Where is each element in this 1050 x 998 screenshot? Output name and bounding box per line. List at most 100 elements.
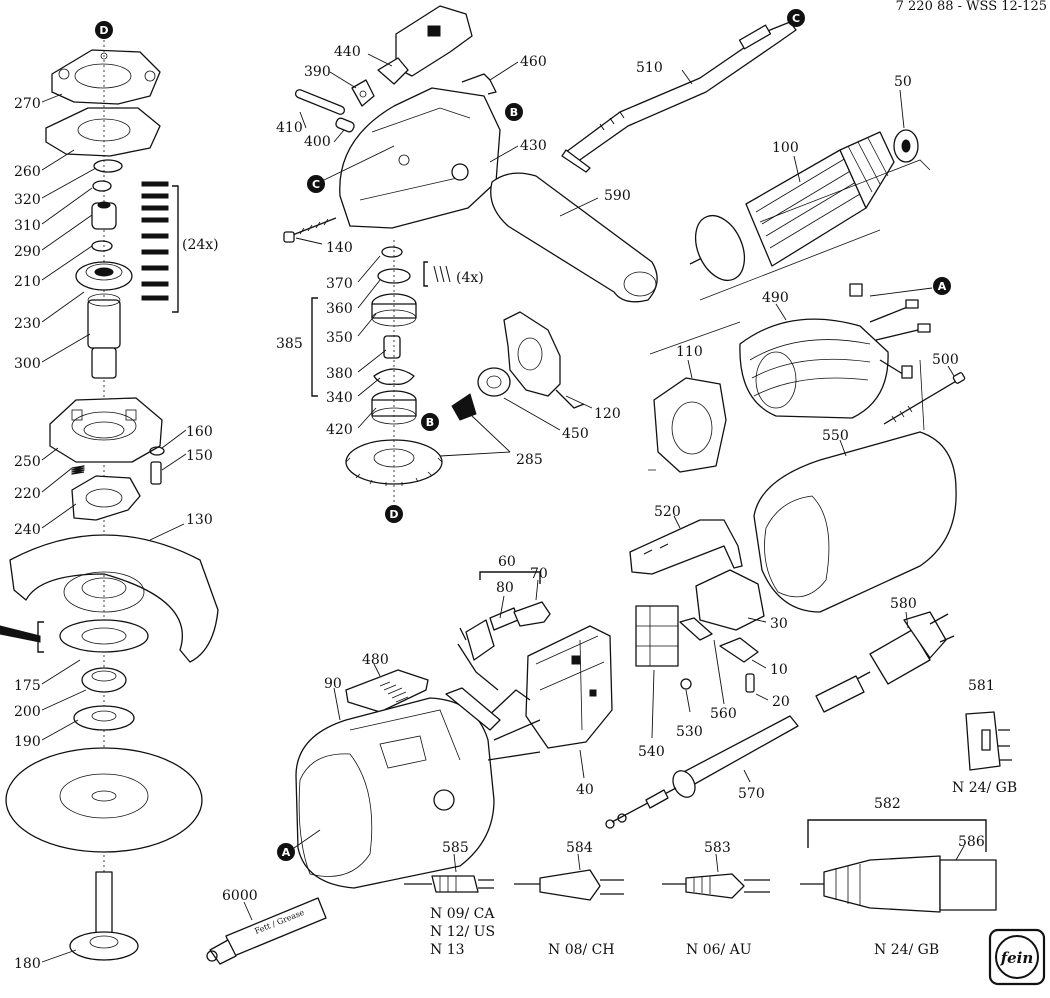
part-230-bearing (75, 261, 133, 291)
part-50-bearing (893, 129, 919, 163)
label-430: 430 (520, 138, 547, 154)
label-110: 110 (676, 344, 703, 360)
part-270-cover-plate (51, 49, 161, 105)
marker-d-top: D (95, 21, 113, 39)
label-360: 360 (326, 301, 353, 317)
part-480-switch-slide (345, 669, 429, 713)
label-530: 530 (676, 724, 703, 740)
part-586-cable-gb (800, 855, 997, 913)
label-540: 540 (638, 744, 665, 760)
label-582: 582 (874, 796, 901, 812)
svg-text:D: D (99, 24, 108, 37)
marker-b-top: B (505, 103, 523, 121)
part-550-motor-housing (753, 431, 957, 613)
part-490-field-coil (739, 283, 931, 419)
label-320: 320 (14, 192, 41, 208)
bracket-582 (807, 819, 987, 852)
label-260: 260 (14, 164, 41, 180)
label-40: 40 (576, 782, 594, 798)
svg-text:C: C (312, 178, 320, 191)
marker-d-bottom: D (385, 505, 403, 523)
label-510: 510 (636, 60, 663, 76)
part-210-washer (91, 240, 113, 252)
label-350: 350 (326, 330, 353, 346)
part-160-washer (149, 446, 165, 456)
svg-text:D: D (389, 508, 398, 521)
part-10-contact-plate (719, 637, 759, 663)
part-190-nut (73, 705, 135, 731)
label-6000: 6000 (222, 888, 258, 904)
part-240-locking-plate (71, 475, 141, 521)
part-370-circlip (381, 246, 403, 258)
part-570-cable-guard (605, 715, 799, 829)
brush-springs-24x (141, 181, 179, 313)
label-390: 390 (304, 64, 331, 80)
label-583: 583 (704, 840, 731, 856)
part-290-bushing (91, 201, 117, 230)
label-500: 500 (932, 352, 959, 368)
label-590: 590 (604, 188, 631, 204)
label-440: 440 (334, 44, 361, 60)
part-150-screw (150, 461, 162, 485)
label-250: 250 (14, 454, 41, 470)
svg-text:A: A (938, 280, 947, 293)
part-360-spacer (377, 268, 411, 284)
guard-lever (0, 621, 44, 653)
part-320-circlip (93, 159, 123, 173)
part-510-switch-rod (561, 21, 797, 173)
part-410-pin (294, 89, 346, 115)
variant-gb-cable: N 24/ GB (874, 942, 939, 958)
springs-4x (423, 261, 451, 287)
part-30-switch-housing (695, 569, 765, 631)
part-430-gear-housing (339, 87, 501, 229)
label-380: 380 (326, 366, 353, 382)
variant-au: N 06/ AU (686, 942, 752, 958)
part-460-spring-clip (461, 73, 497, 95)
part-110-bearing-bracket (653, 377, 727, 473)
label-450: 450 (562, 426, 589, 442)
label-70: 70 (530, 566, 548, 582)
part-90-motor-housing (295, 687, 541, 889)
part-530-screw (680, 678, 692, 690)
part-200-flange (81, 667, 127, 693)
label-190: 190 (14, 734, 41, 750)
label-420: 420 (326, 422, 353, 438)
label-520: 520 (654, 504, 681, 520)
label-586: 586 (958, 834, 985, 850)
part-300-spindle (87, 293, 121, 379)
part-500-screw (883, 372, 966, 425)
label-240: 240 (14, 522, 41, 538)
label-300: 300 (14, 356, 41, 372)
label-30: 30 (770, 616, 788, 632)
part-40-switch-unit (525, 625, 613, 749)
part-285-pinion (451, 393, 477, 421)
part-20-screw (745, 673, 755, 693)
label-100: 100 (772, 140, 799, 156)
label-560: 560 (710, 706, 737, 722)
label-200: 200 (14, 704, 41, 720)
qty-4x: (4x) (456, 270, 484, 286)
part-390-lever-link (351, 57, 409, 107)
marker-a-field: A (933, 277, 951, 295)
label-180: 180 (14, 956, 41, 972)
bracket-385 (311, 297, 318, 397)
label-270: 270 (14, 96, 41, 112)
part-6000-grease-tube: Fett / Grease (206, 897, 327, 965)
label-50: 50 (894, 74, 912, 90)
label-120: 120 (594, 406, 621, 422)
variant-ch: N 08/ CH (548, 942, 615, 958)
svg-text:B: B (510, 106, 518, 119)
part-120-bearing-plate (503, 311, 585, 409)
label-310: 310 (14, 218, 41, 234)
label-581: 581 (968, 678, 995, 694)
label-210: 210 (14, 274, 41, 290)
gear-leaders (295, 53, 599, 457)
variant-us: N 12/ US (430, 924, 495, 940)
svg-text:fein: fein (1000, 949, 1034, 967)
label-285: 285 (516, 452, 543, 468)
part-130-guard (9, 534, 219, 663)
label-480: 480 (362, 652, 389, 668)
part-580-plug (815, 611, 955, 713)
